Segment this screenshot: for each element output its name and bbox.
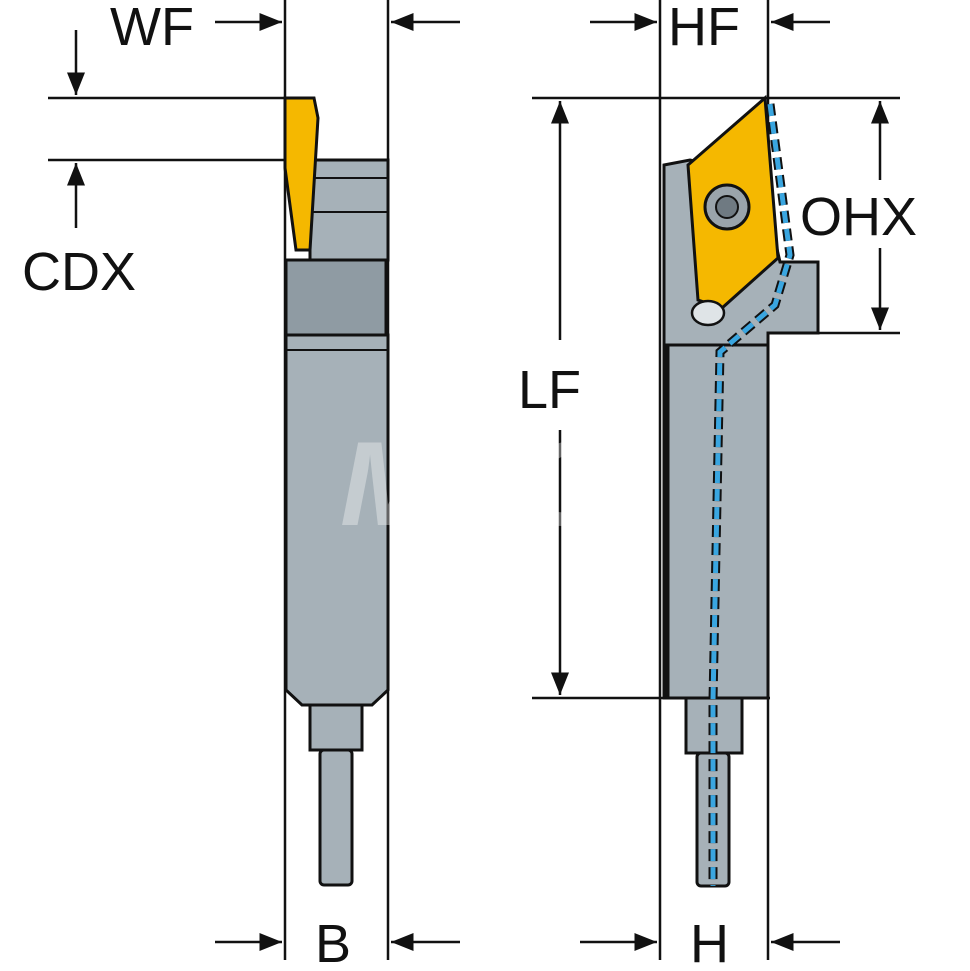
holder-shank [284,333,390,707]
label-cdx: CDX [22,242,136,302]
coolant-adapter [308,703,364,752]
coolant-tube [318,748,354,887]
clamp-pin [690,299,726,327]
front-view: HF LF OHX H [518,0,917,971]
label-h: H [690,914,729,971]
side-view: WF CDX B [22,0,460,971]
side-insert [283,96,320,252]
holder-neck [284,258,388,337]
watermark: MSC [340,417,609,551]
holder-head-top [308,158,390,262]
label-hf: HF [668,0,740,57]
label-wf: WF [110,0,194,57]
label-lf: LF [518,360,581,420]
label-ohx: OHX [800,187,917,247]
label-b: B [315,914,351,971]
